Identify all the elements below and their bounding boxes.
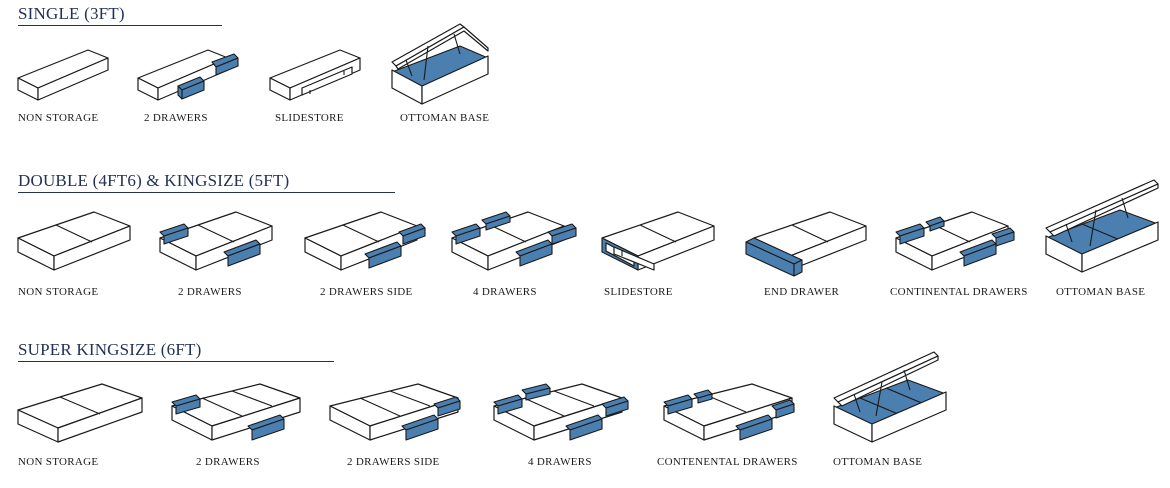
bed-base-double-2-drawers-side <box>304 211 426 271</box>
label-double-end-drawer: END DRAWER <box>764 286 840 298</box>
bed-base-single-ottoman <box>391 23 489 105</box>
label-single-slidestore: SLIDESTORE <box>275 112 344 124</box>
bed-base-super-king-ottoman <box>833 351 947 443</box>
label-double-4-drawers: 4 DRAWERS <box>473 286 537 298</box>
section-title-super-kingsize: SUPER KINGSIZE (6FT) <box>18 340 334 362</box>
label-single-2-drawers: 2 DRAWERS <box>144 112 208 124</box>
bed-base-super-king-2-drawers <box>171 383 301 441</box>
bed-base-super-king-2-drawers-side <box>329 383 461 441</box>
bed-base-single-non-storage <box>17 49 109 101</box>
label-super-king-contenental-drawers: CONTENENTAL DRAWERS <box>657 456 798 468</box>
label-double-2-drawers: 2 DRAWERS <box>178 286 242 298</box>
label-double-continental-drawers: CONTINENTAL DRAWERS <box>890 286 1028 298</box>
bed-base-double-slidestore <box>601 211 715 271</box>
label-super-king-ottoman-base: OTTOMAN BASE <box>833 456 923 468</box>
bed-base-single-2-drawers <box>137 49 239 101</box>
section-title-double-kingsize: DOUBLE (4FT6) & KINGSIZE (5FT) <box>18 171 395 193</box>
label-super-king-2-drawers-side: 2 DRAWERS SIDE <box>347 456 440 468</box>
label-double-slidestore: SLIDESTORE <box>604 286 673 298</box>
label-double-2-drawers-side: 2 DRAWERS SIDE <box>320 286 413 298</box>
bed-base-double-2-drawers <box>159 211 273 271</box>
section-title-single: SINGLE (3FT) <box>18 4 222 26</box>
label-super-king-non-storage: NON STORAGE <box>18 456 99 468</box>
label-super-king-4-drawers: 4 DRAWERS <box>528 456 592 468</box>
label-single-non-storage: NON STORAGE <box>18 112 99 124</box>
bed-base-single-slidestore <box>269 49 361 101</box>
bed-base-super-king-contenental-drawers <box>663 383 795 441</box>
label-single-ottoman-base: OTTOMAN BASE <box>400 112 490 124</box>
label-super-king-2-drawers: 2 DRAWERS <box>196 456 260 468</box>
label-double-non-storage: NON STORAGE <box>18 286 99 298</box>
bed-base-double-continental-drawers <box>895 211 1015 271</box>
bed-base-double-end-drawer <box>745 211 867 277</box>
bed-base-double-ottoman <box>1045 179 1159 273</box>
bed-base-double-non-storage <box>17 211 131 271</box>
bed-base-double-4-drawers <box>451 211 577 271</box>
bed-base-super-king-non-storage <box>17 383 143 443</box>
bed-base-super-king-4-drawers <box>493 383 629 441</box>
label-double-ottoman-base: OTTOMAN BASE <box>1056 286 1146 298</box>
